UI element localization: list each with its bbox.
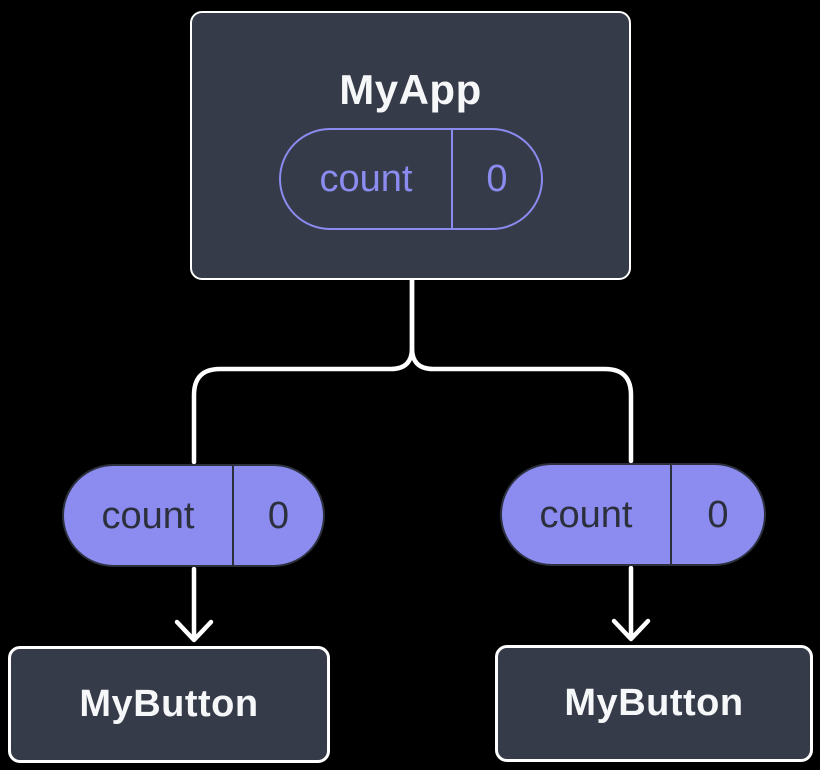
prop-label: count: [64, 466, 234, 565]
edge-root-to-left-pill: [191, 276, 415, 465]
edge-root-to-right-pill: [409, 276, 634, 464]
state-value: 0: [486, 158, 508, 200]
arrow-left-pill-to-button: [174, 566, 214, 643]
arrow-right-pill-to-button: [611, 565, 651, 642]
prop-pill-right: count 0: [500, 463, 766, 566]
prop-label: count: [502, 465, 672, 564]
prop-value: 0: [267, 494, 290, 537]
prop-value: 0: [707, 493, 729, 536]
component-title-myapp: MyApp: [339, 66, 482, 113]
component-node-mybutton-right: MyButton: [495, 645, 813, 762]
component-title-mybutton-left: MyButton: [79, 683, 259, 725]
component-node-myapp: MyApp: [190, 11, 631, 280]
prop-pill-left: count 0: [62, 464, 325, 567]
state-label: count: [281, 130, 453, 228]
component-node-mybutton-left: MyButton: [8, 646, 330, 763]
component-title-mybutton-right: MyButton: [564, 682, 744, 724]
state-pill-myapp: count 0: [279, 128, 543, 230]
